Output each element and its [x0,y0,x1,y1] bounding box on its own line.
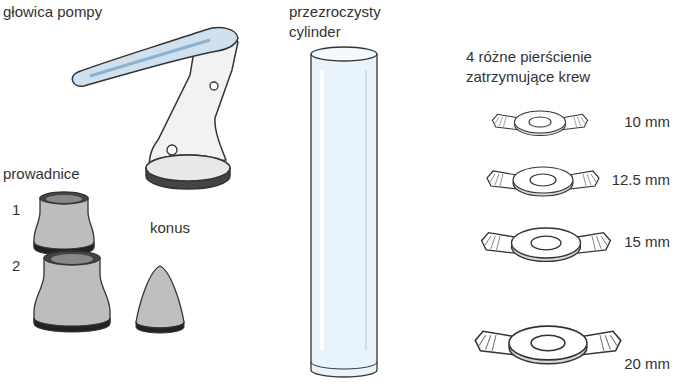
ring-10 [492,111,587,136]
part-name: prowadnice [3,164,80,184]
ring-12-5 [487,167,599,196]
part-name: przezroczysty cylinder [289,2,409,42]
cone [136,266,184,333]
part-name: konus [150,218,190,238]
guide-large [34,251,110,332]
transparent-cylinder [311,47,377,377]
dimension: 10 mm [624,112,670,132]
ring-15 [482,228,611,261]
part-name: głowica pompy [3,2,102,22]
callout-number: 2 [12,256,20,276]
ring-20 [475,326,621,364]
dimension: 15 mm [624,232,670,252]
callout-number: 1 [12,200,20,220]
guide-small [34,192,94,255]
dimension: 12.5 mm [612,170,670,190]
pump-head [72,28,238,189]
dimension: 20 mm [624,354,670,374]
part-name: 4 różne pierścienie zatrzymujące krew [466,47,646,87]
